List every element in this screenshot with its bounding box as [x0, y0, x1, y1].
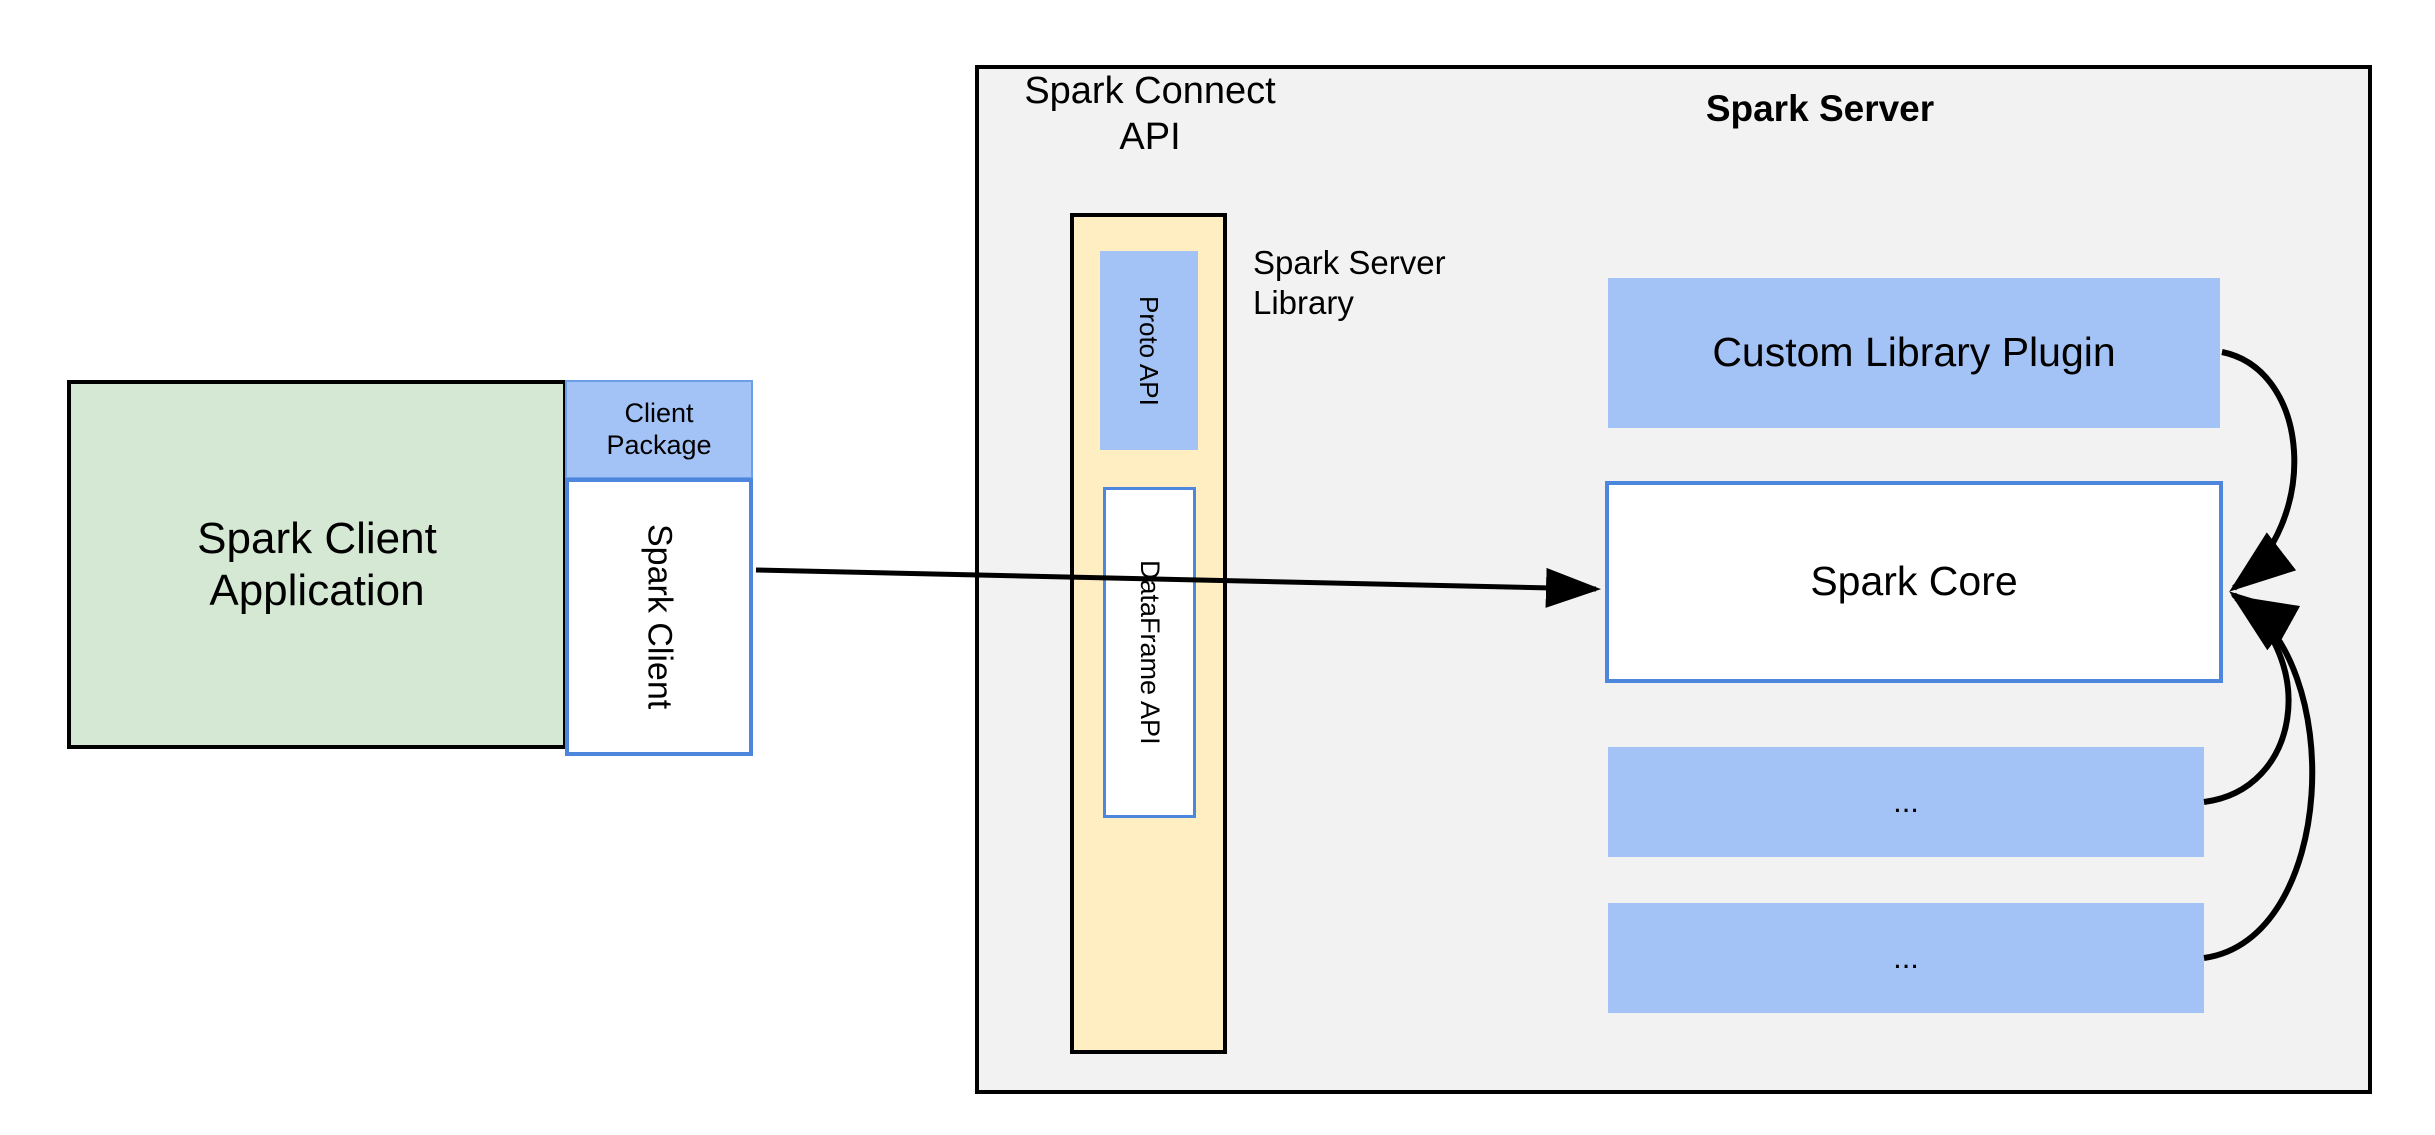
- spark-client-label: Spark Client: [640, 524, 679, 710]
- spark-client-application-box[interactable]: Spark Client Application: [67, 380, 567, 749]
- custom-library-plugin-box[interactable]: Custom Library Plugin: [1608, 278, 2220, 428]
- custom-library-plugin-label: Custom Library Plugin: [1712, 329, 2116, 376]
- spark-client-application-label: Spark Client Application: [197, 514, 437, 615]
- dataframe-api-box[interactable]: DataFrame API: [1103, 487, 1196, 818]
- proto-api-box[interactable]: Proto API: [1100, 251, 1198, 450]
- spark-server-library-title: Spark Server Library: [1253, 244, 1446, 322]
- ellipsis-box-1[interactable]: ...: [1608, 747, 2204, 857]
- ellipsis-box-1-label: ...: [1893, 784, 1919, 820]
- client-package-label: Client Package: [606, 398, 712, 460]
- dataframe-api-label: DataFrame API: [1135, 560, 1166, 745]
- ellipsis-box-2[interactable]: ...: [1608, 903, 2204, 1013]
- proto-api-label: Proto API: [1134, 295, 1165, 406]
- ellipsis-box-2-label: ...: [1893, 940, 1919, 976]
- spark-core-label: Spark Core: [1810, 558, 2018, 605]
- spark-server-panel-title: Spark Server: [1705, 88, 1935, 129]
- spark-client-box[interactable]: Spark Client: [565, 478, 753, 756]
- spark-connect-api-title: Spark Connect API: [1024, 70, 1276, 159]
- spark-core-box[interactable]: Spark Core: [1605, 481, 2223, 683]
- client-package-box[interactable]: Client Package: [565, 380, 753, 479]
